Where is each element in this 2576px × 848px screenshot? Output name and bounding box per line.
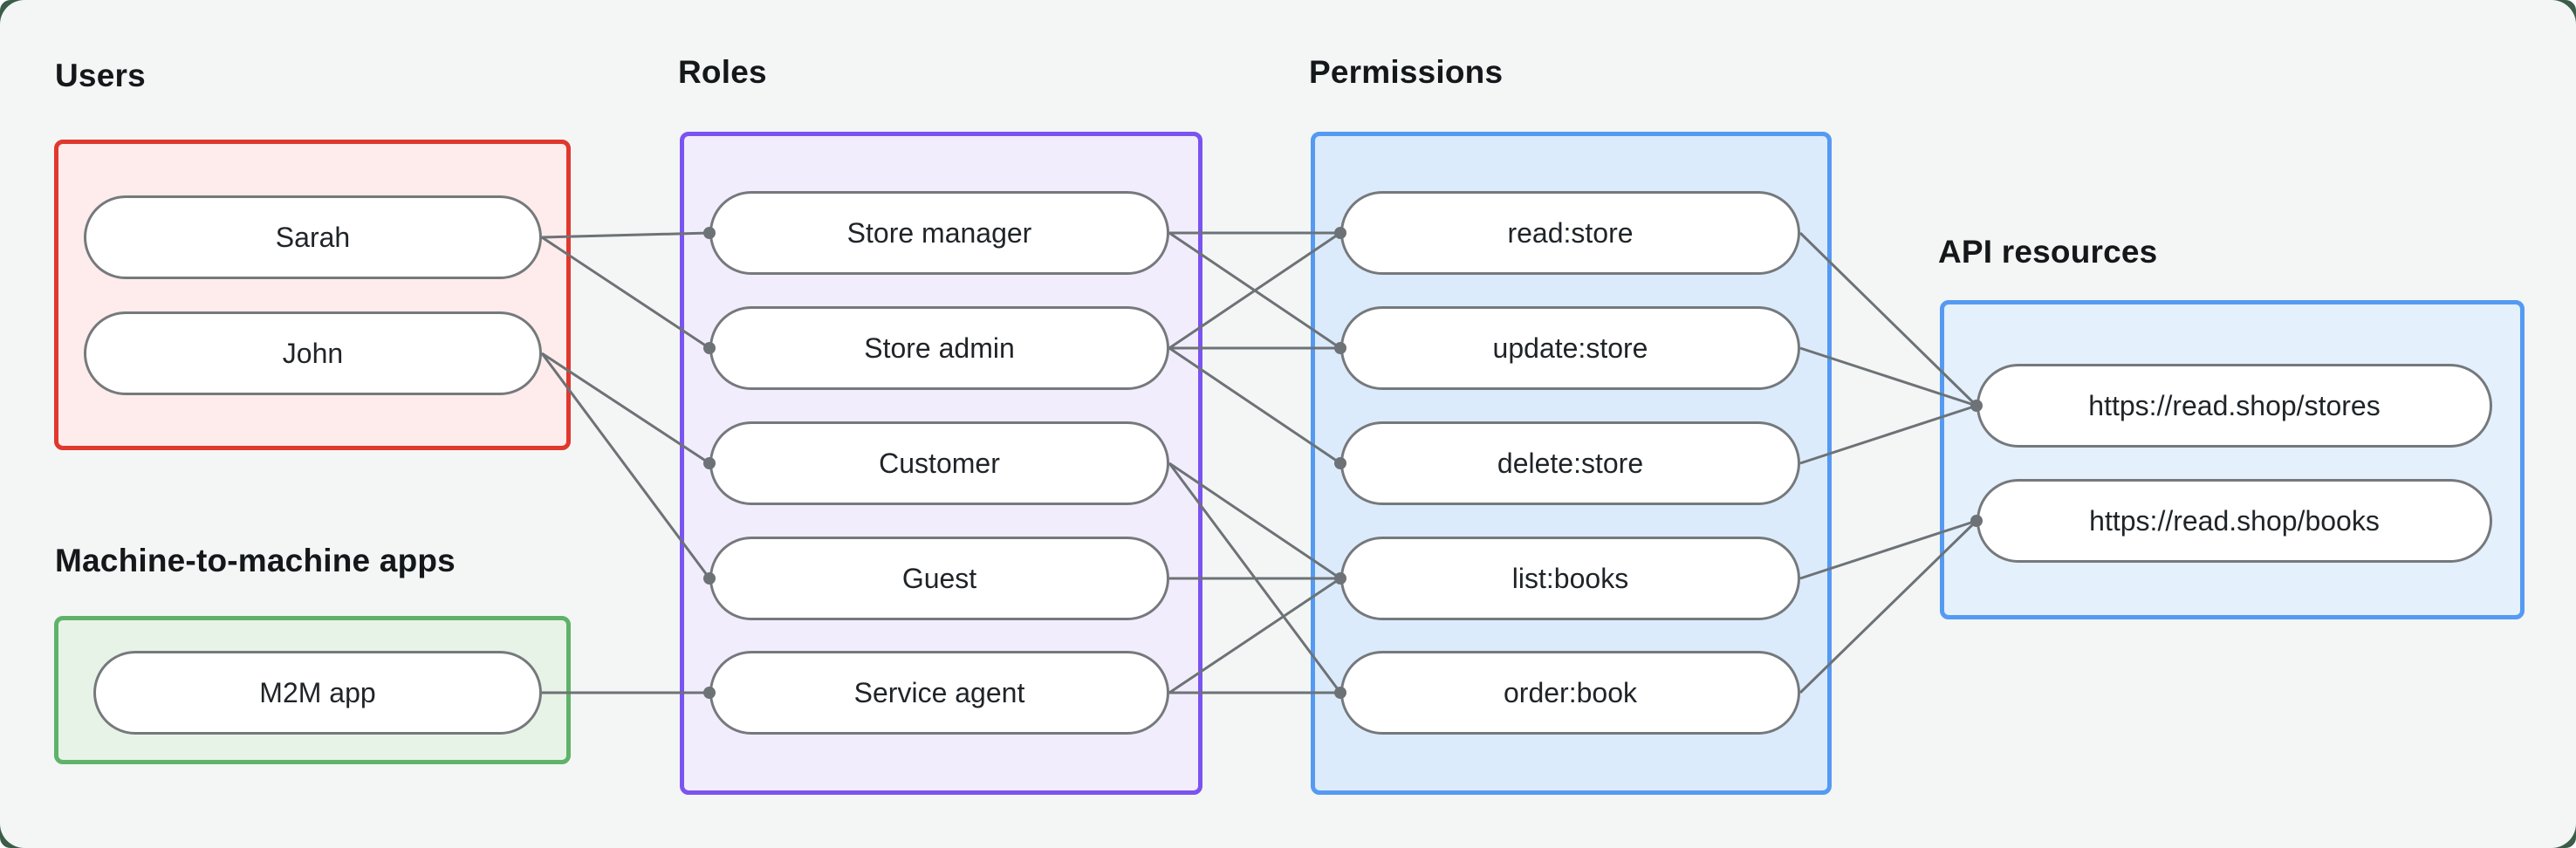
node-store-manager: Store manager [709, 191, 1169, 275]
node-read-store: read:store [1340, 191, 1800, 275]
node-delete-store: delete:store [1340, 421, 1800, 505]
node-john: John [84, 311, 542, 395]
section-label-users: Users [55, 58, 146, 93]
node-list-books: list:books [1340, 537, 1800, 620]
section-label-m2m: Machine-to-machine apps [55, 543, 456, 578]
section-label-roles: Roles [678, 54, 767, 90]
group-box-users [54, 140, 571, 450]
node-store-admin: Store admin [709, 306, 1169, 390]
node-stores: https://read.shop/stores [1977, 364, 2492, 448]
node-books: https://read.shop/books [1977, 479, 2492, 563]
section-label-permissions: Permissions [1309, 54, 1504, 90]
node-customer: Customer [709, 421, 1169, 505]
node-sarah: Sarah [84, 195, 542, 279]
section-label-api: API resources [1938, 234, 2158, 270]
node-update-store: update:store [1340, 306, 1800, 390]
group-box-api [1940, 300, 2525, 619]
node-order-book: order:book [1340, 651, 1800, 735]
node-service-agent: Service agent [709, 651, 1169, 735]
node-guest: Guest [709, 537, 1169, 620]
node-m2m-app: M2M app [93, 651, 542, 735]
